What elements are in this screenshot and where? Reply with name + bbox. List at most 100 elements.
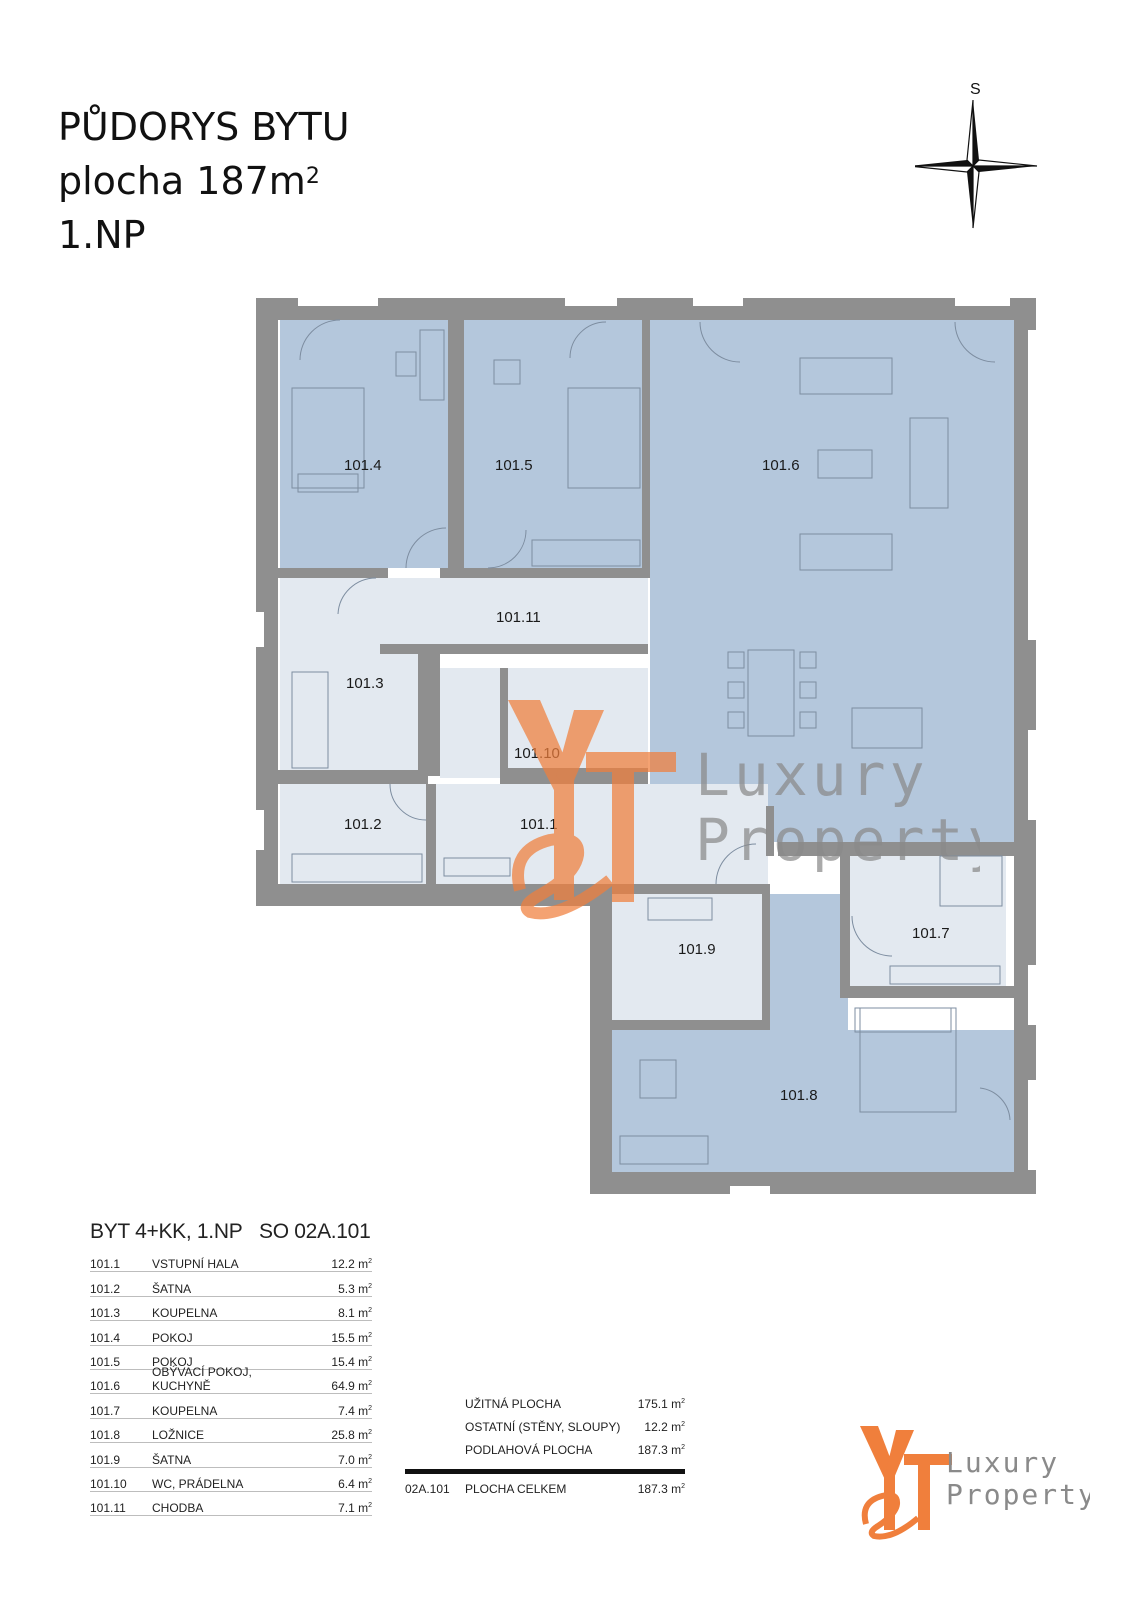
room-area-table: BYT 4+KK, 1.NP SO 02A.101 101.1 VSTUPNÍ H… bbox=[90, 1220, 372, 1517]
room-label-101-2: 101.2 bbox=[344, 816, 382, 833]
room-area: 5.3 m2 bbox=[338, 1281, 372, 1296]
room-label-101-8: 101.8 bbox=[780, 1087, 818, 1104]
brand-text-1: Luxury bbox=[946, 1446, 1059, 1479]
brand-mark-icon bbox=[860, 1426, 952, 1540]
room-code: 101.10 bbox=[90, 1476, 127, 1491]
door-swings bbox=[299, 319, 1011, 1121]
room-code: 101.8 bbox=[90, 1428, 121, 1443]
title-line-1: PŮDORYS BYTU bbox=[58, 105, 350, 149]
room-area: 25.8 m2 bbox=[331, 1428, 372, 1443]
summary-usable-value: 175.1 m2 bbox=[637, 1397, 685, 1411]
brand-text-2: Property bbox=[946, 1478, 1090, 1511]
room-label-101-9: 101.9 bbox=[678, 941, 716, 958]
summary-floor-value: 187.3 m2 bbox=[637, 1443, 685, 1457]
title-line-2: plocha 187m2 bbox=[58, 154, 350, 208]
summary-total-code: 02A.101 bbox=[405, 1482, 450, 1496]
room-code: 101.9 bbox=[90, 1452, 121, 1467]
room-code: 101.4 bbox=[90, 1330, 121, 1345]
table-heading-apartment: BYT 4+KK, 1.NP bbox=[90, 1220, 243, 1243]
room-label-101-11: 101.11 bbox=[496, 609, 541, 626]
summary-total-value: 187.3 m2 bbox=[637, 1482, 685, 1496]
room-code: 101.3 bbox=[90, 1306, 121, 1321]
room-code: 101.1 bbox=[90, 1257, 121, 1272]
summary-usable-label: UŽITNÁ PLOCHA bbox=[465, 1397, 562, 1411]
room-code: 101.2 bbox=[90, 1281, 121, 1296]
table-heading: BYT 4+KK, 1.NP SO 02A.101 bbox=[90, 1220, 372, 1244]
room-name: CHODBA bbox=[152, 1501, 204, 1516]
room-code: 101.5 bbox=[90, 1354, 121, 1369]
room-area: 12.2 m2 bbox=[331, 1257, 372, 1272]
title-line-3: 1.NP bbox=[58, 213, 146, 257]
table-row: 101.5 POKOJ 15.4 m2 bbox=[90, 1346, 372, 1370]
room-101-3 bbox=[280, 644, 418, 770]
table-row: 101.4 POKOJ 15.5 m2 bbox=[90, 1321, 372, 1346]
summary-total-label: PLOCHA CELKEM bbox=[465, 1482, 567, 1496]
table-row: 101.8 LOŽNICE 25.8 m2 bbox=[90, 1419, 372, 1444]
table-row: 101.7 KOUPELNA 7.4 m2 bbox=[90, 1394, 372, 1419]
room-label-101-6: 101.6 bbox=[762, 457, 800, 474]
plan-title: PŮDORYS BYTU plocha 187m2 1.NP bbox=[58, 100, 350, 262]
floor-plan: 101.4 101.5 101.6 101.11 101.3 101.10 10… bbox=[256, 298, 1036, 1194]
room-area: 64.9 m2 bbox=[331, 1379, 372, 1394]
table-row: 101.3 KOUPELNA 8.1 m2 bbox=[90, 1297, 372, 1322]
title-area-sup: 2 bbox=[305, 164, 320, 189]
room-101-6 bbox=[650, 320, 1014, 806]
summary-floor-label: PODLAHOVÁ PLOCHA bbox=[465, 1443, 593, 1457]
summary-row-total: 02A.101 PLOCHA CELKEM 187.3 m2 bbox=[405, 1482, 685, 1496]
room-label-101-5: 101.5 bbox=[495, 457, 533, 474]
room-name: ŠATNA bbox=[152, 1452, 192, 1467]
room-label-101-7: 101.7 bbox=[912, 925, 950, 942]
room-area: 7.1 m2 bbox=[338, 1501, 372, 1516]
table-row: 101.11 CHODBA 7.1 m2 bbox=[90, 1492, 372, 1517]
area-summary: UŽITNÁ PLOCHA 175.1 m2 OSTATNÍ (STĚNY, S… bbox=[405, 1388, 685, 1496]
title-area-text: plocha 187m bbox=[58, 159, 306, 203]
room-name: LOŽNICE bbox=[152, 1428, 205, 1443]
interior-walls bbox=[278, 320, 1014, 1030]
room-101-5 bbox=[464, 320, 642, 568]
table-row: 101.9 ŠATNA 7.0 m2 bbox=[90, 1443, 372, 1468]
table-row: 101.1 VSTUPNÍ HALA 12.2 m2 bbox=[90, 1248, 372, 1273]
room-area: 7.0 m2 bbox=[338, 1452, 372, 1467]
furniture bbox=[291, 329, 1003, 1165]
room-area: 15.4 m2 bbox=[331, 1354, 372, 1369]
compass-label: S bbox=[970, 81, 981, 98]
room-label-101-3: 101.3 bbox=[346, 675, 384, 692]
room-name: POKOJ bbox=[152, 1330, 193, 1345]
room-name: OBÝVACÍ POKOJ, KUCHYNĚ bbox=[152, 1365, 252, 1394]
table-heading-code: SO 02A.101 bbox=[259, 1220, 371, 1243]
room-name: WC, PRÁDELNA bbox=[152, 1476, 244, 1491]
room-area: 8.1 m2 bbox=[338, 1306, 372, 1321]
room-101-2 bbox=[280, 784, 426, 884]
table-row: 101.2 ŠATNA 5.3 m2 bbox=[90, 1272, 372, 1297]
compass-rose-icon: S bbox=[915, 81, 1038, 229]
summary-row-other: OSTATNÍ (STĚNY, SLOUPY) 12.2 m2 bbox=[405, 1411, 685, 1434]
room-code: 101.7 bbox=[90, 1403, 121, 1418]
summary-divider bbox=[405, 1469, 685, 1474]
room-label-101-1: 101.1 bbox=[520, 816, 558, 833]
room-101-7 bbox=[848, 856, 1006, 986]
room-101-8 bbox=[612, 1030, 1014, 1172]
summary-row-floor: PODLAHOVÁ PLOCHA 187.3 m2 bbox=[405, 1434, 685, 1457]
room-name: VSTUPNÍ HALA bbox=[152, 1257, 239, 1272]
room-name: KOUPELNA bbox=[152, 1403, 218, 1418]
brand-logo: Luxury Property bbox=[860, 1426, 1090, 1540]
summary-other-label: OSTATNÍ (STĚNY, SLOUPY) bbox=[465, 1420, 621, 1434]
table-row: 101.10 WC, PRÁDELNA 6.4 m2 bbox=[90, 1468, 372, 1492]
room-code: 101.11 bbox=[90, 1501, 126, 1516]
table-row: 101.6 OBÝVACÍ POKOJ, KUCHYNĚ 64.9 m2 bbox=[90, 1365, 372, 1395]
summary-other-value: 12.2 m2 bbox=[644, 1420, 685, 1434]
room-label-101-10: 101.10 bbox=[514, 745, 560, 762]
summary-row-usable: UŽITNÁ PLOCHA 175.1 m2 bbox=[405, 1388, 685, 1411]
room-area: 15.5 m2 bbox=[331, 1330, 372, 1345]
room-101-9 bbox=[612, 894, 762, 1020]
room-name: POKOJ bbox=[152, 1354, 193, 1369]
room-name: ŠATNA bbox=[152, 1281, 192, 1296]
room-area: 7.4 m2 bbox=[338, 1403, 372, 1418]
room-label-101-4: 101.4 bbox=[344, 457, 382, 474]
room-area: 6.4 m2 bbox=[338, 1476, 372, 1491]
room-name: KOUPELNA bbox=[152, 1306, 218, 1321]
windows bbox=[256, 298, 1036, 1194]
room-code: 101.6 bbox=[90, 1379, 121, 1394]
room-101-11 bbox=[280, 578, 648, 644]
